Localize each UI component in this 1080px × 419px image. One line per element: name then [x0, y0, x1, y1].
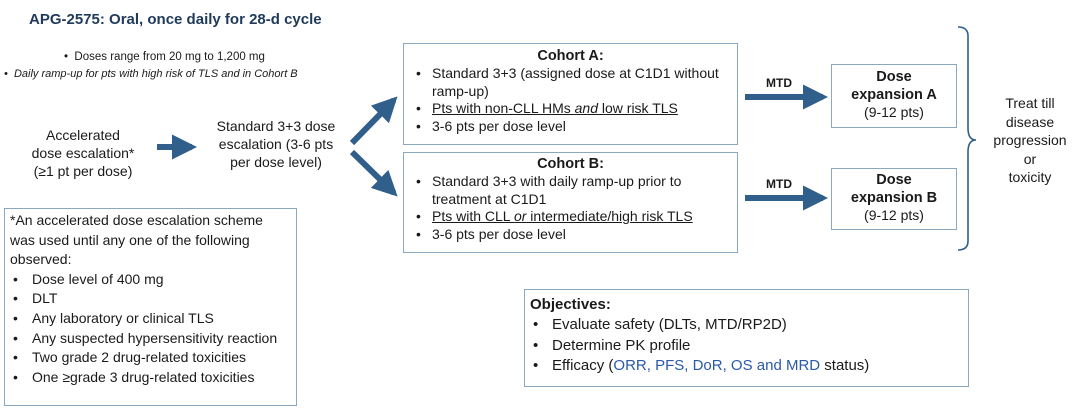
footnote-intro: *An accelerated dose escalation scheme w… [10, 212, 263, 268]
note-dose-range: • Doses range from 20 mg to 1,200 mg [64, 51, 265, 63]
page-title: APG-2575: Oral, once daily for 28-d cycl… [29, 11, 322, 28]
dose-expansion-b-box: Dose expansion B (9-12 pts) [831, 168, 957, 230]
arrow-standard-to-cohort-a [349, 96, 398, 146]
objective-item: Efficacy (ORR, PFS, DoR, OS and MRD stat… [530, 356, 962, 377]
cohort-a-box: Cohort A: Standard 3+3 (assigned dose at… [403, 43, 738, 145]
footnote-item: Any laboratory or clinical TLS [10, 309, 290, 329]
cohort-a-item: 3-6 pts per dose level [410, 118, 731, 136]
dose-expansion-a-box: Dose expansion A (9-12 pts) [831, 64, 957, 128]
cohort-a-item: Standard 3+3 (assigned dose at C1D1 with… [410, 65, 731, 100]
accelerated-escalation-label: Accelerated dose escalation* (≥1 pt per … [31, 127, 135, 179]
objective-item: Determine PK profile [530, 336, 962, 357]
footnote-item: Any suspected hypersensitivity reaction [10, 329, 290, 349]
footnote-item: Two grade 2 drug-related toxicities [10, 348, 290, 368]
objectives-box: Objectives: Evaluate safety (DLTs, MTD/R… [524, 289, 969, 387]
mtd-label-b: MTD [766, 177, 792, 191]
standard-escalation-label: Standard 3+3 dose escalation (3-6 pts pe… [216, 118, 336, 170]
cohort-b-item: Pts with CLL or intermediate/high risk T… [410, 208, 731, 226]
cohort-b-box: Cohort B: Standard 3+3 with daily ramp-u… [403, 152, 738, 253]
arrow-standard-to-cohort-b [349, 149, 398, 197]
objectives-title: Objectives: [530, 296, 611, 313]
right-bracket [957, 26, 977, 251]
mtd-label-a: MTD [766, 76, 792, 90]
cohort-a-title: Cohort A: [537, 48, 604, 64]
accelerated-escalation-footnote: *An accelerated dose escalation scheme w… [4, 208, 297, 406]
cohort-b-item: Standard 3+3 with daily ramp-up prior to… [410, 173, 731, 208]
footnote-item: DLT [10, 289, 290, 309]
footnote-item: One ≥grade 3 drug-related toxicities [10, 368, 290, 388]
treat-till-label: Treat till disease progression or toxici… [993, 95, 1067, 185]
cohort-b-item: 3-6 pts per dose level [410, 226, 731, 244]
footnote-item: Dose level of 400 mg [10, 270, 290, 290]
note-rampup: • Daily ramp-up for pts with high risk o… [4, 68, 298, 80]
objective-item: Evaluate safety (DLTs, MTD/RP2D) [530, 315, 962, 336]
cohort-b-title: Cohort B: [537, 156, 604, 172]
cohort-a-item: Pts with non-CLL HMs and low risk TLS [410, 100, 731, 118]
